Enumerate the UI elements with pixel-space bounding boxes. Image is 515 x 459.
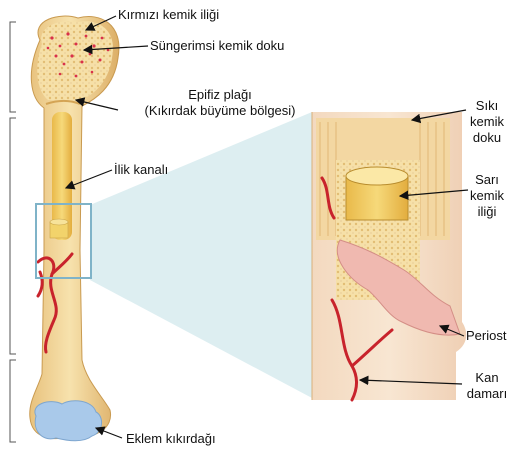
bone-marrow-plug: [50, 219, 68, 238]
label-siki-2: kemik: [462, 114, 512, 129]
label-eklem-kikirdagi: Eklem kıkırdağı: [126, 431, 216, 446]
zoom-projection: [90, 112, 312, 398]
label-siki-3: doku: [462, 130, 512, 145]
label-kan-2: damarı: [462, 386, 512, 401]
zoom-section: [312, 112, 466, 400]
label-kirmizi-kemik-iligi: Kırmızı kemik iliği: [118, 7, 219, 22]
label-siki-1: Sıkı: [462, 98, 512, 113]
label-sungerimsi-kemik-doku: Süngerimsi kemik doku: [150, 38, 284, 53]
label-sari-3: iliği: [462, 204, 512, 219]
label-sari-2: kemik: [462, 188, 512, 203]
label-sari-1: Sarı: [462, 172, 512, 187]
label-kan-1: Kan: [462, 370, 512, 385]
articular-cartilage: [35, 401, 102, 441]
region-brackets: [10, 22, 16, 442]
label-epifiz-plagi: Epifiz plağı: [120, 87, 320, 102]
label-ilik-kanali: İlik kanalı: [114, 162, 168, 177]
label-kikirdak-buyume: (Kıkırdak büyüme bölgesi): [118, 103, 322, 118]
label-periost: Periost: [466, 328, 506, 343]
